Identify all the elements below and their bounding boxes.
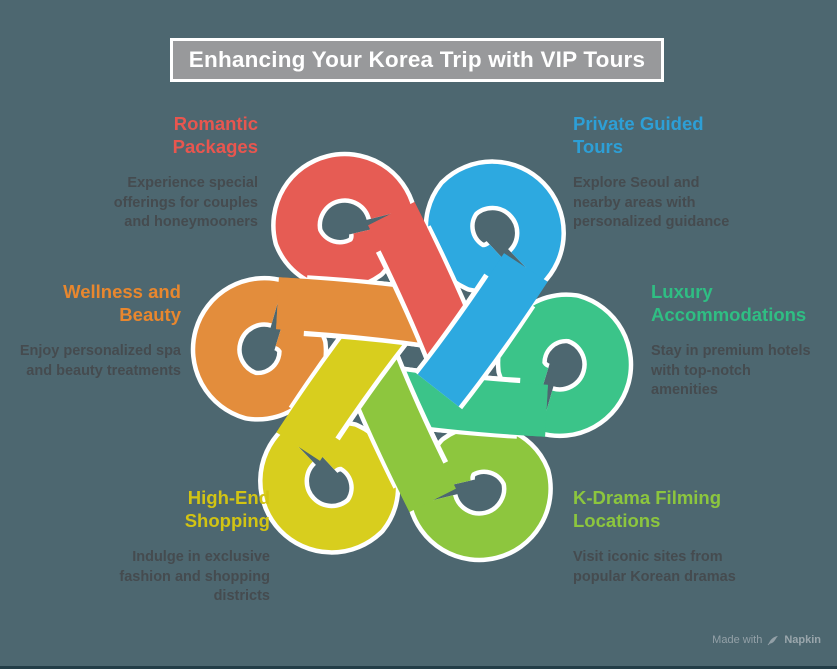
section-romantic-packages: Romantic Packages Experience special off… — [28, 112, 258, 233]
section-wellness-and-beauty: Wellness and Beauty Enjoy personalized s… — [0, 280, 181, 381]
pen-nib-icon — [767, 636, 779, 646]
watermark-brand: Napkin — [784, 634, 821, 646]
section-heading: Romantic Packages — [172, 113, 258, 157]
section-luxury-accommodations: Luxury Accommodations Stay in premium ho… — [651, 280, 831, 401]
section-description: Explore Seoul and nearby areas with pers… — [573, 175, 730, 230]
section-heading: High-End Shopping — [184, 487, 270, 531]
section-description: Stay in premium hotels with top-notch am… — [651, 343, 811, 398]
section-description: Visit iconic sites from popular Korean d… — [573, 549, 736, 585]
title-banner: Enhancing Your Korea Trip with VIP Tours — [170, 38, 664, 82]
section-description: Indulge in exclusive fashion and shoppin… — [119, 549, 270, 604]
section-kdrama-filming-locations: K-Drama Filming Locations Visit iconic s… — [573, 486, 818, 587]
page-title: Enhancing Your Korea Trip with VIP Tours — [188, 47, 646, 72]
section-heading: Luxury Accommodations — [651, 281, 807, 325]
section-high-end-shopping: High-End Shopping Indulge in exclusive f… — [60, 486, 270, 607]
section-description: Enjoy personalized spa and beauty treatm… — [19, 343, 181, 379]
section-private-guided-tours: Private Guided Tours Explore Seoul and n… — [573, 112, 818, 233]
section-description: Experience special offerings for couples… — [113, 175, 258, 230]
section-heading: Wellness and Beauty — [63, 281, 181, 325]
section-heading: Private Guided Tours — [573, 113, 704, 157]
bottom-edge-strip — [0, 666, 837, 669]
napkin-watermark[interactable]: Made with Napkin — [712, 634, 821, 646]
section-heading: K-Drama Filming Locations — [573, 487, 722, 531]
watermark-text: Made with — [712, 634, 763, 646]
knot-loop — [414, 253, 548, 410]
